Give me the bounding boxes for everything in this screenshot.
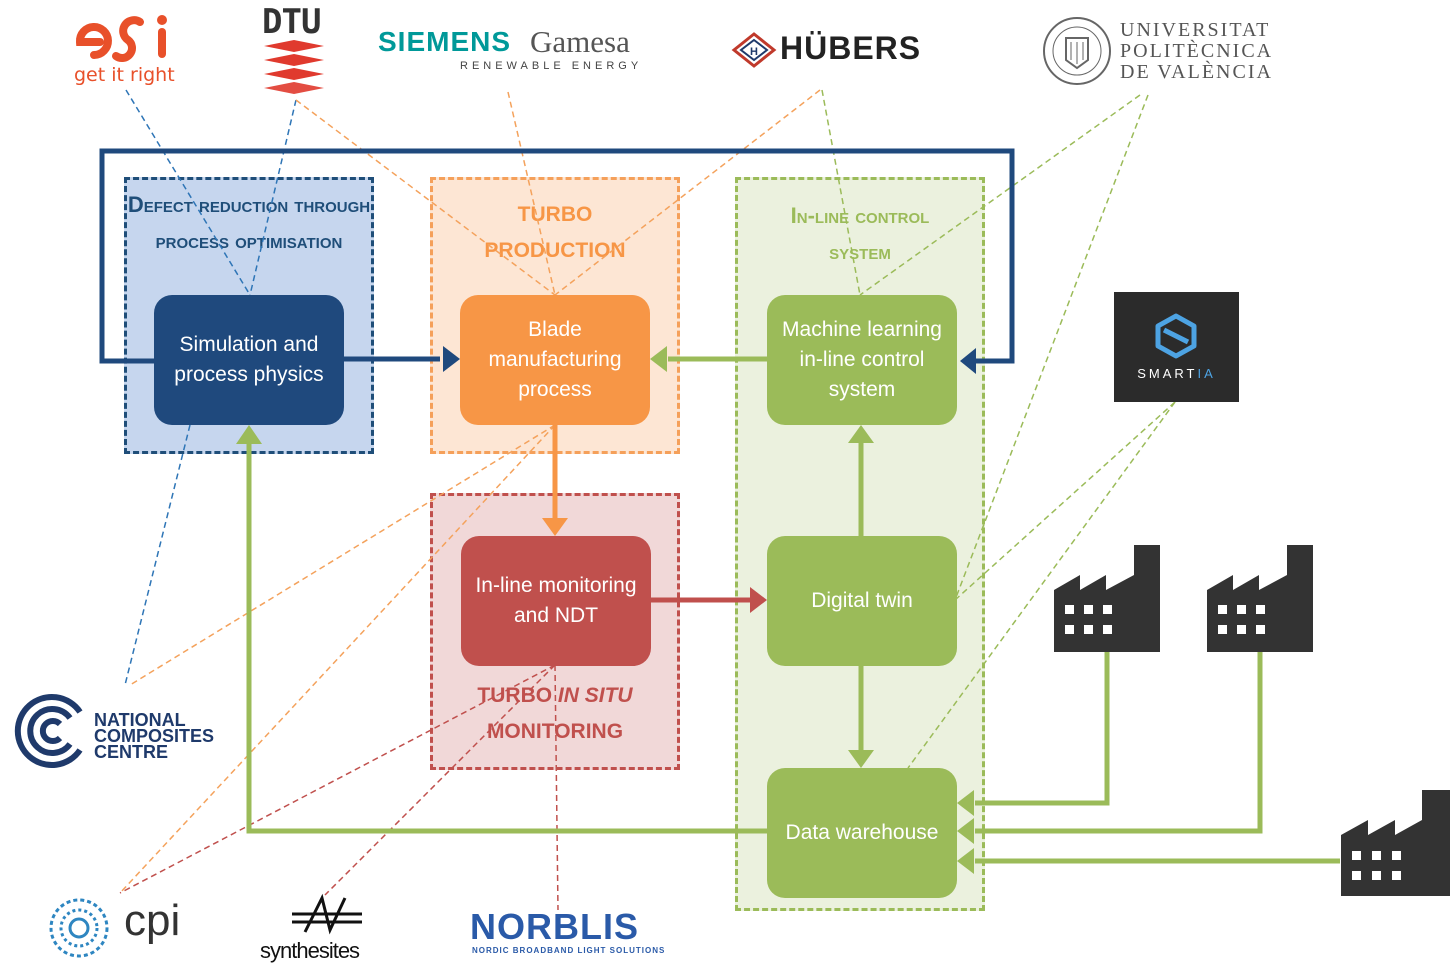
cpi-logo: cpi bbox=[124, 896, 181, 945]
smartia-logo-text: SMARTIA bbox=[1114, 366, 1239, 381]
factory-icon bbox=[1341, 790, 1450, 896]
dtu-logo-icon bbox=[264, 40, 324, 94]
hubers-logo: HÜBERS bbox=[780, 30, 922, 66]
dtu-logo: DTU bbox=[262, 2, 321, 42]
simulation-box: Simulation and process physics bbox=[154, 295, 344, 425]
monitoring-title-sub: MONITORING bbox=[486, 720, 624, 743]
cpi-logo-icon bbox=[49, 898, 109, 958]
upv-line3: DE VALÈNCIA bbox=[1120, 61, 1273, 83]
turbo-production-title: TURBO PRODUCTION bbox=[484, 203, 626, 262]
synthesites-logo: synthesites bbox=[260, 938, 360, 963]
smartia-main-text: SMART bbox=[1137, 366, 1198, 381]
monitoring-title-italic: IN SITU bbox=[557, 684, 633, 707]
smartia-accent-text: IA bbox=[1197, 366, 1216, 381]
in-line-control-title: In-line control system bbox=[790, 203, 930, 264]
upv-line1: UNIVERSITAT bbox=[1120, 19, 1271, 41]
svg-text:H: H bbox=[750, 46, 758, 58]
ml-control-system-box: Machine learning in-line control system bbox=[767, 295, 957, 425]
norblis-subtitle: NORDIC BROADBAND LIGHT SOLUTIONS bbox=[472, 946, 666, 955]
upv-line2: POLITÈCNICA bbox=[1120, 40, 1274, 62]
ncc-logo: NATIONAL COMPOSITES CENTRE bbox=[94, 710, 215, 762]
upv-seal-icon bbox=[1043, 17, 1111, 85]
esi-logo-icon bbox=[75, 16, 166, 62]
digital-twin-box: Digital twin bbox=[767, 536, 957, 666]
hubers-logo-icon: H bbox=[731, 32, 777, 68]
ncc-line2: COMPOSITES bbox=[94, 726, 215, 746]
esi-tagline: get it right bbox=[74, 64, 175, 86]
defect-reduction-title: Defect reduction through process optimis… bbox=[127, 192, 371, 253]
gamesa-logo: Gamesa bbox=[530, 24, 630, 59]
ncc-logo-icon bbox=[14, 694, 83, 768]
siemens-logo: SIEMENS bbox=[378, 26, 512, 57]
smartia-logo-background bbox=[1114, 292, 1239, 402]
turbo-in-situ-monitoring-title: TURBO IN SITU MONITORING bbox=[430, 678, 680, 750]
data-warehouse-box: Data warehouse bbox=[767, 768, 957, 898]
upv-logo: UNIVERSITAT POLITÈCNICA DE VALÈNCIA bbox=[1120, 20, 1273, 83]
factory-icon bbox=[1054, 545, 1160, 652]
synthesites-logo-icon bbox=[292, 893, 362, 935]
renewable-energy-label: RENEWABLE ENERGY bbox=[460, 60, 643, 72]
ncc-line1: NATIONAL bbox=[94, 710, 186, 730]
factory-icon bbox=[1207, 545, 1313, 652]
monitoring-title-main: TURBO bbox=[477, 684, 553, 707]
inline-monitoring-ndt-box: In-line monitoring and NDT bbox=[461, 536, 651, 666]
norblis-logo: NORBLIS bbox=[470, 906, 639, 947]
blade-manufacturing-box: Blade manufacturing process bbox=[460, 295, 650, 425]
ncc-line3: CENTRE bbox=[94, 742, 169, 762]
